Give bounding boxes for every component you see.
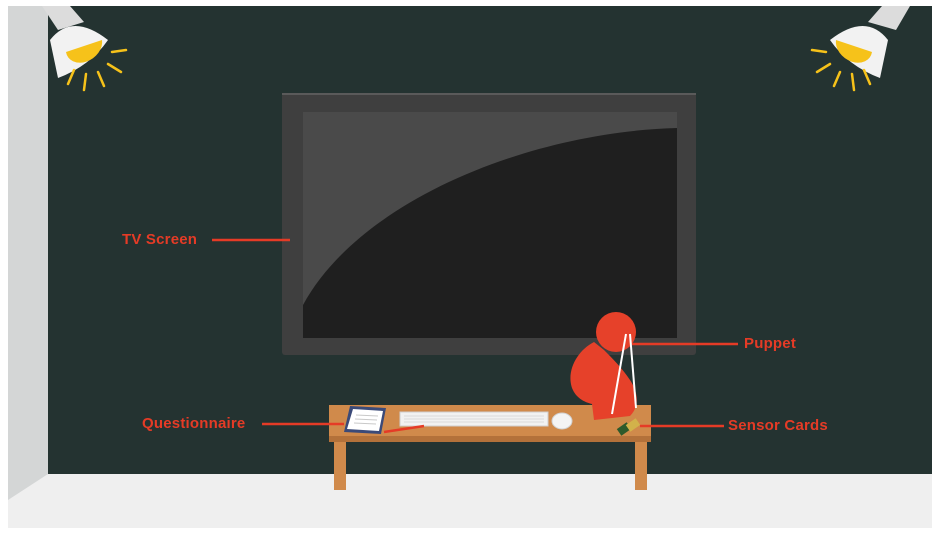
mouse bbox=[552, 413, 572, 429]
questionnaire-clipboard bbox=[344, 406, 386, 434]
puppet-label: Puppet bbox=[744, 335, 796, 352]
desk-leg-left bbox=[334, 442, 346, 490]
tv bbox=[282, 93, 696, 355]
questionnaire-label: Questionnaire bbox=[142, 415, 245, 432]
keyboard bbox=[400, 412, 548, 426]
desk-leg-right bbox=[635, 442, 647, 490]
desk-apron bbox=[329, 436, 651, 442]
tv-screen-label: TV Screen bbox=[122, 231, 197, 248]
sensor-cards-label: Sensor Cards bbox=[728, 417, 828, 434]
floor bbox=[8, 474, 932, 528]
side-wall bbox=[8, 6, 48, 500]
